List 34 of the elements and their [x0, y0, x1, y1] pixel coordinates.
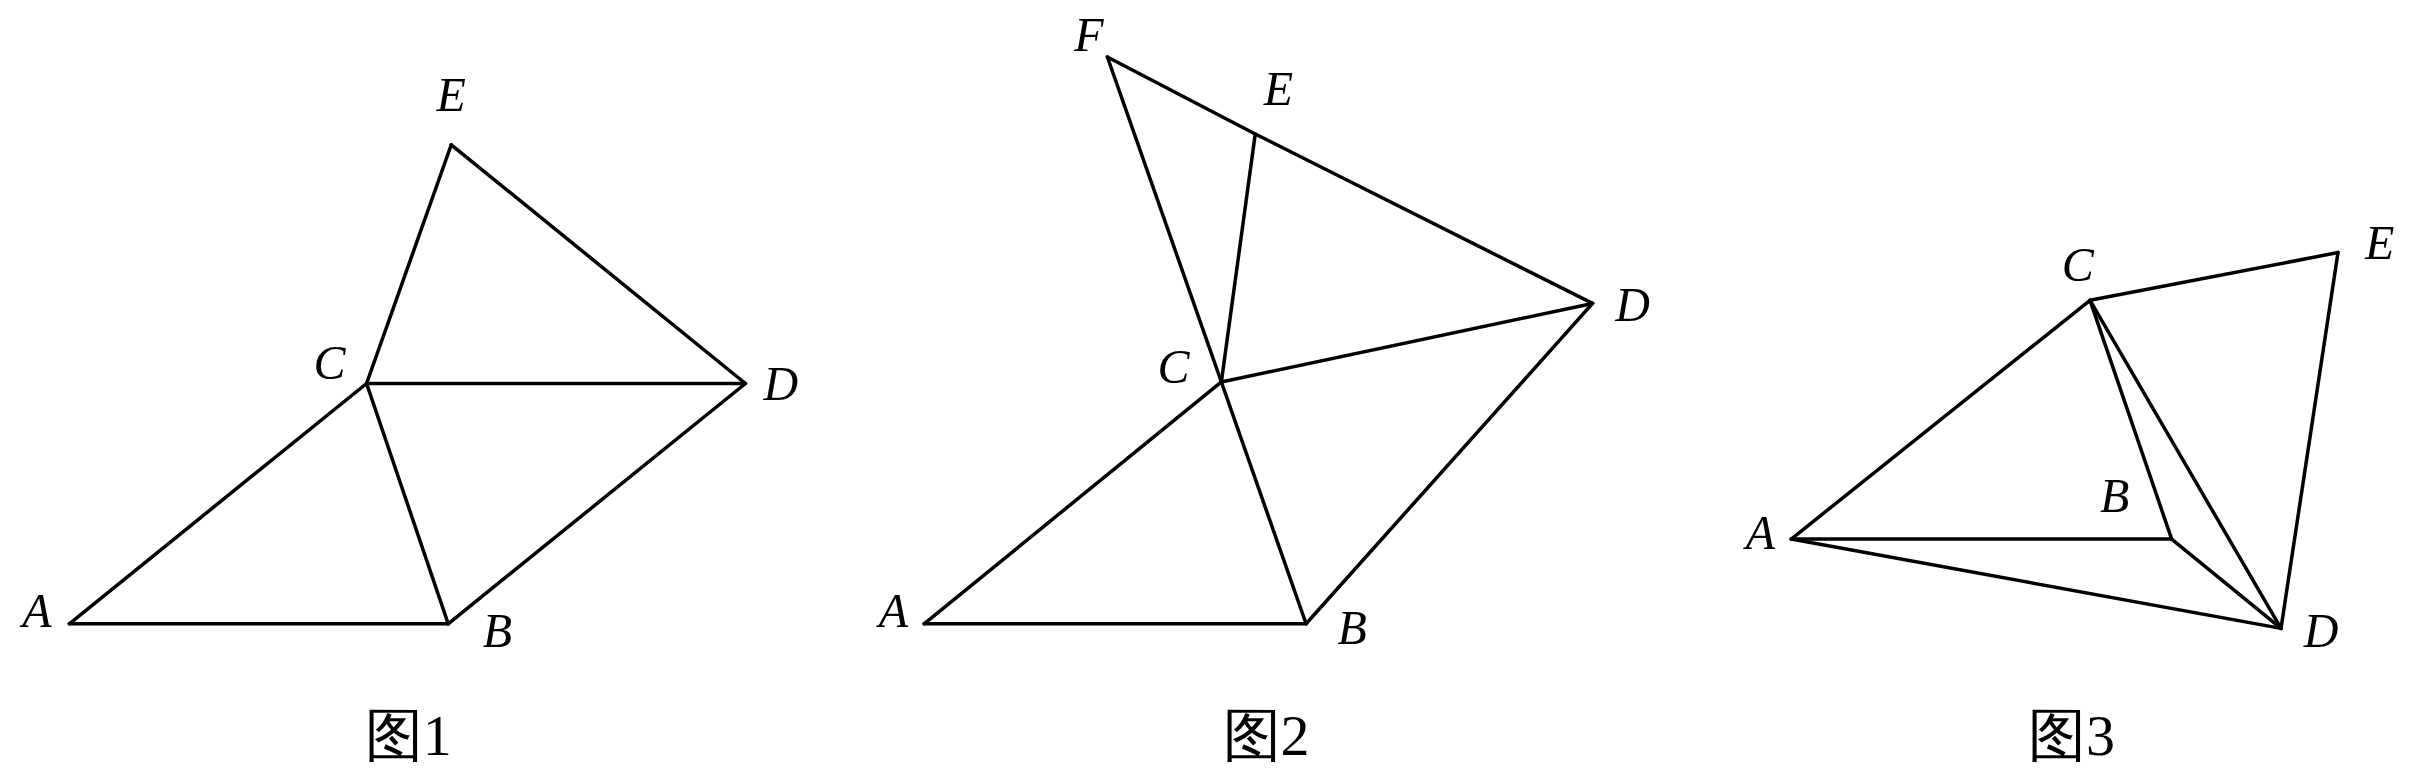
point-label: D — [1615, 280, 1650, 329]
point-label: B — [482, 607, 513, 656]
figure-caption: 图2 — [1222, 707, 1310, 766]
point-label: B — [1337, 604, 1367, 653]
line-segment — [67, 622, 450, 626]
point-label: A — [1745, 508, 1776, 557]
line-segment — [364, 143, 453, 386]
line-segment — [922, 622, 1308, 626]
point-label: B — [2100, 471, 2130, 520]
figure-caption: 图1 — [364, 707, 452, 766]
point-label: E — [436, 71, 466, 120]
point-label: E — [2364, 219, 2395, 268]
line-segment — [446, 381, 748, 626]
line-segment — [1789, 298, 2092, 541]
point-label: C — [313, 339, 346, 388]
line-segment — [1789, 537, 2283, 631]
point-label: D — [763, 359, 799, 408]
point-label: C — [2061, 240, 2094, 289]
line-segment — [1789, 537, 2174, 541]
line-segment — [2279, 250, 2340, 631]
line-segment — [2088, 250, 2340, 303]
line-segment — [1105, 55, 1257, 136]
point-label: D — [2303, 607, 2339, 656]
line-segment — [1304, 301, 1595, 626]
line-segment — [2169, 537, 2283, 631]
line-segment — [1219, 380, 1308, 626]
line-segment — [449, 143, 748, 386]
line-segment — [67, 381, 369, 626]
point-label: F — [1074, 11, 1104, 60]
figure-caption: 图3 — [2028, 707, 2116, 766]
point-label: A — [878, 587, 908, 636]
line-segment — [1105, 55, 1224, 384]
point-label: C — [1157, 342, 1190, 391]
point-label: E — [1263, 65, 1293, 114]
